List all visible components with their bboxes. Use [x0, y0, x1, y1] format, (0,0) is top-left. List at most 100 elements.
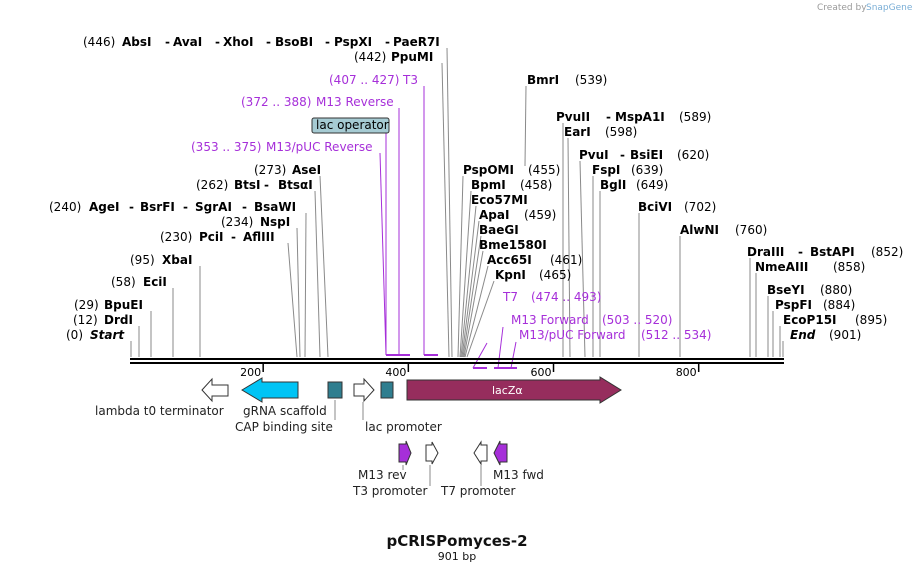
site-pspomi[interactable]: PspOMI — [463, 163, 514, 177]
site-sgrai[interactable]: SgrAI — [195, 200, 232, 214]
primer-m13-forward[interactable]: M13 Forward — [511, 313, 589, 327]
site-bmri-position: (539) — [575, 73, 607, 87]
m13-rev-label: M13 rev — [358, 468, 407, 482]
site-bseyi[interactable]: BseYI — [767, 283, 805, 297]
site-avai[interactable]: AvaI — [173, 35, 202, 49]
site-bpmi[interactable]: BpmI — [471, 178, 506, 192]
primer-t3-range: (407 .. 427) — [329, 73, 399, 87]
site-mspa1i-sep: - — [606, 110, 611, 124]
site-pcii-position: (230) — [160, 230, 192, 244]
t7-promoter-arrow[interactable] — [473, 440, 488, 466]
grna-scaffold-label: gRNA scaffold — [243, 404, 327, 418]
site-bgli[interactable]: BglI — [600, 178, 626, 192]
site-pvuii[interactable]: PvuII — [556, 110, 590, 124]
site-bstapi[interactable]: BstAPI — [810, 245, 855, 259]
tick-label-800: 800 — [676, 366, 697, 379]
site-asei-position: (273) — [254, 163, 286, 177]
primer-m13puc-forward-range: (512 .. 534) — [641, 328, 711, 342]
site-bcivi[interactable]: BciVI — [638, 200, 672, 214]
site-afliii-sep: - — [231, 230, 236, 244]
site-paer7i[interactable]: PaeR7I — [393, 35, 440, 49]
site-asei[interactable]: AseI — [292, 163, 321, 177]
site-draiii-position: (852) — [871, 245, 903, 259]
site-bsrfi-sep: - — [129, 200, 134, 214]
site-absi[interactable]: AbsI — [122, 35, 151, 49]
site-xbai[interactable]: XbaI — [162, 253, 192, 267]
site-bsobi-sep: - — [266, 35, 271, 49]
site-ppumi[interactable]: PpuMI — [391, 50, 433, 64]
site-bsawi[interactable]: BsaWI — [254, 200, 296, 214]
start-label: Start — [90, 328, 125, 342]
lambda-t0-terminator-arrow[interactable] — [201, 377, 229, 403]
lac-operator-label: lac operator — [316, 118, 389, 132]
cap-binding-site-box[interactable] — [327, 381, 343, 399]
start-position: (0) — [66, 328, 83, 342]
primer-m13puc-forward[interactable]: M13/pUC Forward — [519, 328, 626, 342]
site-bsiei[interactable]: BsiEI — [630, 148, 663, 162]
site-bsiei-sep: - — [620, 148, 625, 162]
site-pspfi[interactable]: PspFI — [775, 298, 812, 312]
site-bsawi-sep: - — [242, 200, 247, 214]
site-eari[interactable]: EarI — [564, 125, 591, 139]
end-label: End — [790, 328, 816, 342]
site-pvui[interactable]: PvuI — [579, 148, 609, 162]
tick-label-600: 600 — [531, 366, 552, 379]
promoter-arrow-white[interactable] — [353, 377, 375, 403]
primer-m13puc-reverse[interactable]: M13/pUC Reverse — [266, 140, 373, 154]
site-bpuei[interactable]: BpuEI — [104, 298, 143, 312]
site-xhoi[interactable]: XhoI — [223, 35, 254, 49]
site-bsrfi[interactable]: BsrFI — [140, 200, 175, 214]
tick-label-200: 200 — [240, 366, 261, 379]
m13-fwd-label: M13 fwd — [493, 468, 544, 482]
site-agei[interactable]: AgeI — [89, 200, 119, 214]
site-leader-lines — [130, 47, 784, 358]
site-pvui-position: (620) — [677, 148, 709, 162]
site-btsai[interactable]: BtsαI — [278, 178, 313, 192]
site-baegi[interactable]: BaeGI — [479, 223, 519, 237]
site-kpni[interactable]: KpnI — [495, 268, 526, 282]
site-pcii[interactable]: PciI — [199, 230, 224, 244]
m13-fwd-arrow[interactable] — [493, 440, 508, 466]
site-btsai-sep: - — [264, 178, 269, 192]
site-apai[interactable]: ApaI — [479, 208, 509, 222]
primer-t7[interactable]: T7 — [502, 290, 518, 304]
site-pvuii-position: (589) — [679, 110, 711, 124]
site-fspi[interactable]: FspI — [592, 163, 620, 177]
site-ecii-position: (58) — [111, 275, 136, 289]
grna-scaffold-arrow[interactable] — [241, 377, 299, 403]
site-ecop15i[interactable]: EcoP15I — [783, 313, 837, 327]
site-ecop15i-position: (895) — [855, 313, 887, 327]
primer-m13puc-reverse-range: (353 .. 375) — [191, 140, 261, 154]
t3-promoter-arrow[interactable] — [425, 441, 439, 465]
site-drdi[interactable]: DrdI — [104, 313, 133, 327]
site-alwni[interactable]: AlwNI — [680, 223, 719, 237]
site-afliii[interactable]: AflIII — [243, 230, 275, 244]
site-fspi-position: (639) — [631, 163, 663, 177]
site-bmri[interactable]: BmrI — [527, 73, 559, 87]
site-bgli-position: (649) — [636, 178, 668, 192]
lac-promoter-box[interactable] — [380, 381, 394, 399]
site-absi-sep: - — [165, 35, 170, 49]
site-btsi[interactable]: BtsI — [234, 178, 261, 192]
site-pspxi[interactable]: PspXI — [334, 35, 372, 49]
site-absi-position: (446) — [83, 35, 115, 49]
site-alwni-position: (760) — [735, 223, 767, 237]
lacz-alpha-arrow[interactable] — [406, 376, 622, 404]
site-nmeaiii[interactable]: NmeAIII — [755, 260, 808, 274]
site-bsobi[interactable]: BsoBI — [275, 35, 313, 49]
site-ecii[interactable]: EciI — [143, 275, 167, 289]
site-mspa1i[interactable]: MspA1I — [615, 110, 665, 124]
site-bme1580i[interactable]: Bme1580I — [479, 238, 547, 252]
m13-rev-arrow[interactable] — [398, 440, 412, 466]
lacz-alpha-label: lacZα — [492, 384, 523, 397]
site-draiii[interactable]: DraIII — [747, 245, 784, 259]
sequence-backbone — [130, 358, 784, 364]
site-nspi[interactable]: NspI — [260, 215, 290, 229]
primer-t3[interactable]: T3 — [402, 73, 418, 87]
site-eco57mi[interactable]: Eco57MI — [471, 193, 528, 207]
lac-operator-box[interactable] — [311, 117, 390, 134]
site-drdi-position: (12) — [73, 313, 98, 327]
site-acc65i[interactable]: Acc65I — [487, 253, 532, 267]
site-apai-position: (459) — [524, 208, 556, 222]
primer-m13-reverse[interactable]: M13 Reverse — [316, 95, 394, 109]
